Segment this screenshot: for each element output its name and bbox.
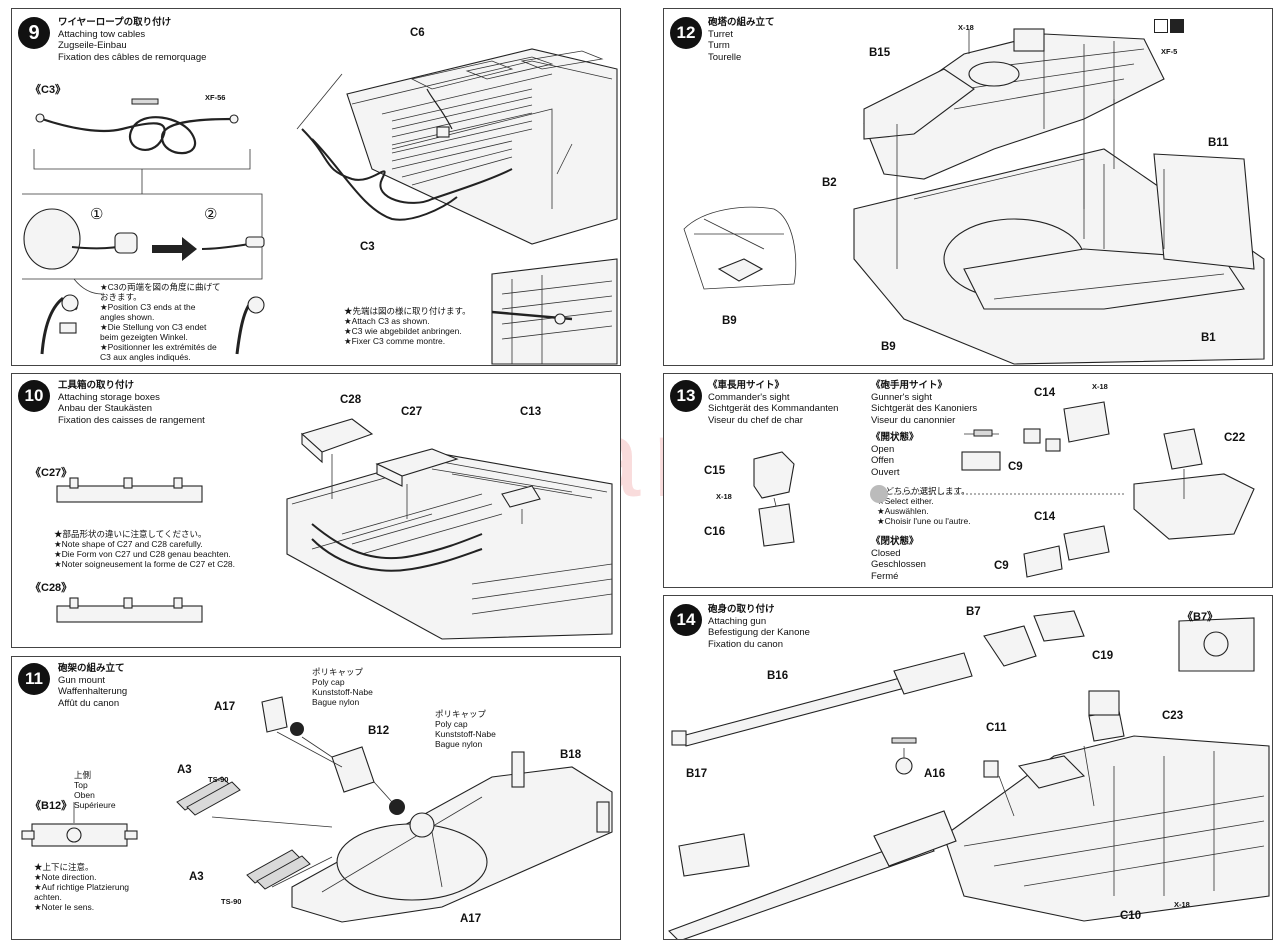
select-either-note: ★どちらか選択します。★Select either. ★Auswählen.★C… bbox=[877, 486, 971, 526]
step-9-illustration bbox=[22, 48, 618, 365]
step-11-number: 11 bbox=[18, 663, 50, 695]
c13-label: C13 bbox=[520, 406, 542, 418]
c3-label: C3 bbox=[360, 241, 375, 253]
a3-bottom-label: A3 bbox=[189, 871, 204, 883]
c27-ref-label: 《C27》 bbox=[30, 467, 73, 479]
b1-label: B1 bbox=[1201, 332, 1216, 344]
step-10-illustration bbox=[56, 418, 613, 640]
step-10-note: ★部品形状の違いに注意してください。★Note shape of C27 and… bbox=[54, 529, 236, 569]
x18-paint-label: X-18 bbox=[958, 23, 974, 32]
ts90-top-label: TS-90 bbox=[208, 775, 229, 784]
x18-left-paint-label: X-18 bbox=[716, 492, 732, 501]
step-9-panel: 9 ワイヤーロープの取り付け Attaching tow cables Zugs… bbox=[11, 8, 621, 366]
xf5-paint-label: XF-5 bbox=[1161, 47, 1178, 56]
b12-ref-label: 《B12》 bbox=[30, 800, 73, 812]
step-14-illustration bbox=[668, 610, 1270, 939]
open-state-label: 《開状態》 Open Offen Ouvert bbox=[871, 432, 919, 478]
step-9-title: ワイヤーロープの取り付け Attaching tow cables Zugsei… bbox=[58, 17, 207, 63]
a16-label: A16 bbox=[924, 768, 946, 780]
x18-paint-label-14: X-18 bbox=[1174, 900, 1190, 909]
step-10-title: 工具箱の取り付け Attaching storage boxes Anbau d… bbox=[58, 380, 205, 426]
step-11-note: ★上下に注意。★Note direction. ★Auf richtige Pl… bbox=[34, 862, 130, 912]
step-10-number: 10 bbox=[18, 380, 50, 412]
step-12-illustration bbox=[683, 28, 1265, 365]
b9-inset-label: B9 bbox=[722, 315, 737, 327]
step-9-number: 9 bbox=[18, 17, 50, 49]
step-9-note-attach: ★先端は図の様に取り付けます。★Attach C3 as shown. ★C3 … bbox=[344, 306, 471, 346]
c22-label: C22 bbox=[1224, 432, 1246, 444]
step-14-panel: 14 砲身の取り付け Attaching gun Befestigung der… bbox=[663, 595, 1273, 940]
commander-sight-title: 《車長用サイト》 Commander's sight Sichtgerät de… bbox=[708, 380, 839, 426]
a3-top-label: A3 bbox=[177, 764, 192, 776]
c11-label: C11 bbox=[986, 722, 1007, 734]
closed-state-label: 《閉状態》 Closed Geschlossen Fermé bbox=[871, 536, 926, 582]
c28-ref-label: 《C28》 bbox=[30, 582, 73, 594]
b16-label: B16 bbox=[767, 670, 789, 682]
substep-2: ② bbox=[204, 206, 218, 223]
ts90-bottom-label: TS-90 bbox=[221, 897, 242, 906]
b17-label: B17 bbox=[686, 768, 708, 780]
step-12-number: 12 bbox=[670, 17, 702, 49]
c15-label: C15 bbox=[704, 465, 726, 477]
c16-label: C16 bbox=[704, 526, 726, 538]
step-13-illustration bbox=[753, 401, 1255, 578]
b2-label: B2 bbox=[822, 177, 837, 189]
c14-top-label: C14 bbox=[1034, 387, 1056, 399]
c14-bottom-label: C14 bbox=[1034, 511, 1056, 523]
c19-label: C19 bbox=[1092, 650, 1114, 662]
step-14-title: 砲身の取り付け Attaching gun Befestigung der Ka… bbox=[708, 604, 810, 650]
step-10-panel: 10 工具箱の取り付け Attaching storage boxes Anba… bbox=[11, 373, 621, 648]
c6-label: C6 bbox=[410, 27, 425, 39]
step-12-panel: 12 砲塔の組み立て Turret Turm Tourelle X-18 XF-… bbox=[663, 8, 1273, 366]
gunner-sight-title: 《砲手用サイト》 Gunner's sight Sichtgerät des K… bbox=[871, 380, 978, 426]
c27-label: C27 bbox=[401, 406, 423, 418]
c9-top-label: C9 bbox=[1008, 461, 1023, 473]
step-12-title: 砲塔の組み立て Turret Turm Tourelle bbox=[708, 17, 775, 63]
step-9-note-ends: ★C3の両端を図の角度に曲げておきます。 ★Position C3 ends a… bbox=[100, 282, 221, 362]
c28-label: C28 bbox=[340, 394, 362, 406]
b12-label: B12 bbox=[368, 725, 390, 737]
a17-bottom-label: A17 bbox=[460, 913, 482, 925]
step-11-panel: 11 砲架の組み立て Gun mount Waffenhalterung Aff… bbox=[11, 656, 621, 940]
substep-1: ① bbox=[90, 206, 104, 223]
step-13-number: 13 bbox=[670, 380, 702, 412]
paint-swatches bbox=[1154, 19, 1184, 38]
b15-label: B15 bbox=[869, 47, 891, 59]
step-13-panel: 13 《車長用サイト》 Commander's sight Sichtgerät… bbox=[663, 373, 1273, 588]
c9-bottom-label: C9 bbox=[994, 560, 1009, 572]
b11-label: B11 bbox=[1208, 137, 1229, 149]
c3-ref-label: 《C3》 bbox=[30, 84, 67, 96]
b7-ref-label: 《B7》 bbox=[1182, 611, 1219, 623]
a17-top-label: A17 bbox=[214, 701, 236, 713]
c23-label: C23 bbox=[1162, 710, 1184, 722]
b7-label: B7 bbox=[966, 606, 981, 618]
b18-label: B18 bbox=[560, 749, 582, 761]
b9-label: B9 bbox=[881, 341, 896, 353]
c10-label: C10 bbox=[1120, 910, 1142, 922]
step-14-number: 14 bbox=[670, 604, 702, 636]
step-11-title: 砲架の組み立て Gun mount Waffenhalterung Affût … bbox=[58, 663, 128, 709]
x18-right-paint-label: X-18 bbox=[1092, 382, 1108, 391]
step-11-illustration bbox=[21, 696, 613, 923]
xf56-paint-label: XF-56 bbox=[205, 93, 226, 102]
